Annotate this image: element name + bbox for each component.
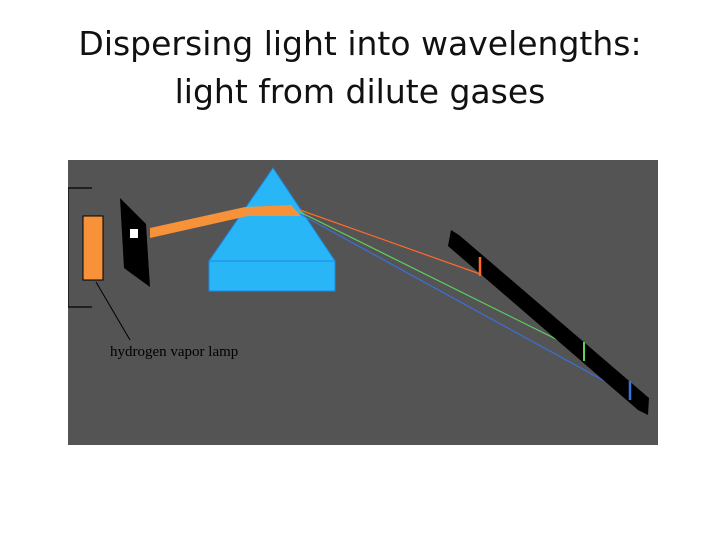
hydrogen-lamp xyxy=(82,215,104,281)
detector-screen xyxy=(448,230,649,415)
spectroscope-diagram: hydrogen vapor lamp xyxy=(68,160,658,445)
lamp-label: hydrogen vapor lamp xyxy=(110,344,238,360)
slide-title: Dispersing light into wavelengths: light… xyxy=(0,20,720,116)
ray-blue xyxy=(299,213,631,396)
title-line-2: light from dilute gases xyxy=(174,72,546,111)
lamp-label-pointer xyxy=(95,281,131,341)
slit-opening xyxy=(130,229,138,238)
beam-in-prism xyxy=(245,205,301,216)
ray-green xyxy=(299,211,585,354)
title-line-1: Dispersing light into wavelengths: xyxy=(78,24,642,63)
prism-base xyxy=(208,260,336,292)
slit-plate xyxy=(120,198,150,287)
diagram-panel xyxy=(68,160,658,445)
incident-beam xyxy=(150,207,248,238)
lamp-bracket xyxy=(68,187,92,308)
ray-red xyxy=(299,209,481,275)
